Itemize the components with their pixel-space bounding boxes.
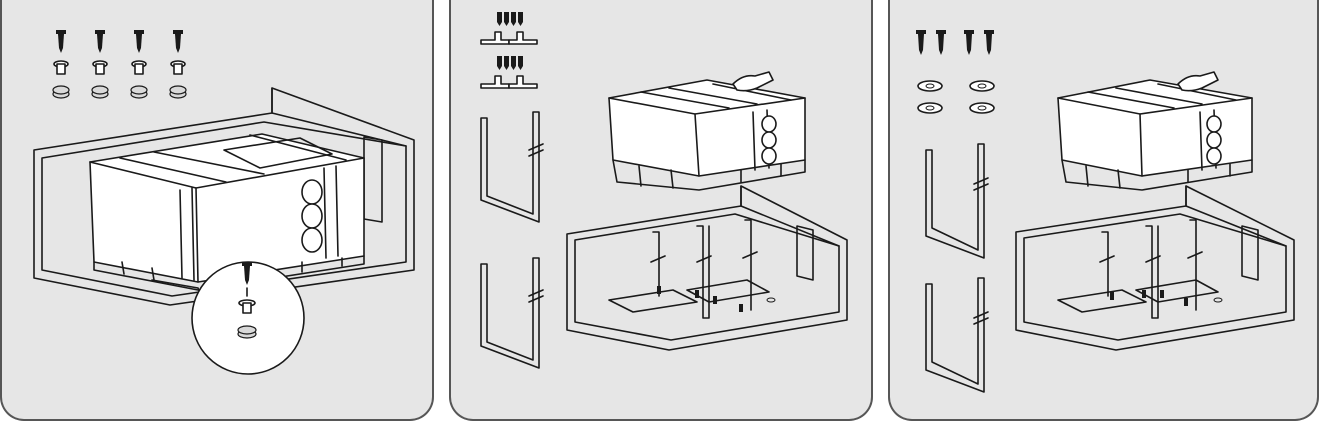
- washers-row: [53, 60, 186, 75]
- support-rail-1: [480, 111, 544, 223]
- step-1-illustration: [33, 30, 415, 375]
- screws-row: [56, 30, 183, 53]
- step-3-illustration: [916, 30, 1295, 393]
- grommet-icon: [130, 85, 148, 99]
- detail-callout: [151, 261, 305, 375]
- flat-washer-icon: [969, 80, 995, 92]
- drain-tank-body: [89, 133, 365, 291]
- screw-icon: [173, 30, 183, 53]
- drain-tank-body: [608, 79, 806, 191]
- drain-tank-body: [1057, 79, 1253, 191]
- grommet-icon: [169, 85, 187, 99]
- screw-icon: [916, 30, 926, 55]
- screw-set-icon: [497, 56, 523, 70]
- bracket-kit-bottom: [480, 56, 538, 89]
- flat-washers: [917, 80, 995, 114]
- cabinet-shell: [566, 185, 848, 351]
- hand-icon: [732, 71, 774, 92]
- screw-icon: [936, 30, 946, 55]
- cabinet-shell: [33, 87, 415, 306]
- screw-icon: [134, 30, 144, 53]
- flat-washer-icon: [969, 102, 995, 114]
- installed-rails: [650, 219, 758, 319]
- washer-icon: [131, 60, 147, 75]
- washer-icon: [170, 60, 186, 75]
- screw-icon: [242, 262, 252, 285]
- screws-row: [916, 30, 994, 55]
- hand-icon: [1177, 71, 1219, 92]
- grommet-icon: [52, 85, 70, 99]
- screw-icon: [56, 30, 66, 53]
- grommet-icon: [91, 85, 109, 99]
- bracket-kit-top: [480, 12, 538, 45]
- step-1-panel: [0, 0, 434, 421]
- installed-rails: [1099, 219, 1203, 319]
- flat-washer-icon: [917, 102, 943, 114]
- screw-icon: [984, 30, 994, 55]
- bracket-pair-icon: [480, 75, 538, 89]
- grommet-icon: [237, 325, 257, 339]
- step-2-panel: [449, 0, 873, 421]
- bracket-pair-icon: [480, 31, 538, 45]
- step-2-illustration: [480, 12, 848, 369]
- screw-icon: [964, 30, 974, 55]
- grommets-row: [52, 85, 187, 99]
- step-3-panel: [888, 0, 1319, 421]
- screw-icon: [95, 30, 105, 53]
- support-rail-2: [480, 257, 544, 369]
- screw-set-icon: [497, 12, 523, 26]
- washer-icon: [53, 60, 69, 75]
- washer-icon: [92, 60, 108, 75]
- washer-icon: [238, 299, 256, 314]
- support-rail-2: [925, 277, 989, 393]
- cabinet-shell: [1015, 185, 1295, 351]
- flat-washer-icon: [917, 80, 943, 92]
- support-rail-1: [925, 143, 989, 259]
